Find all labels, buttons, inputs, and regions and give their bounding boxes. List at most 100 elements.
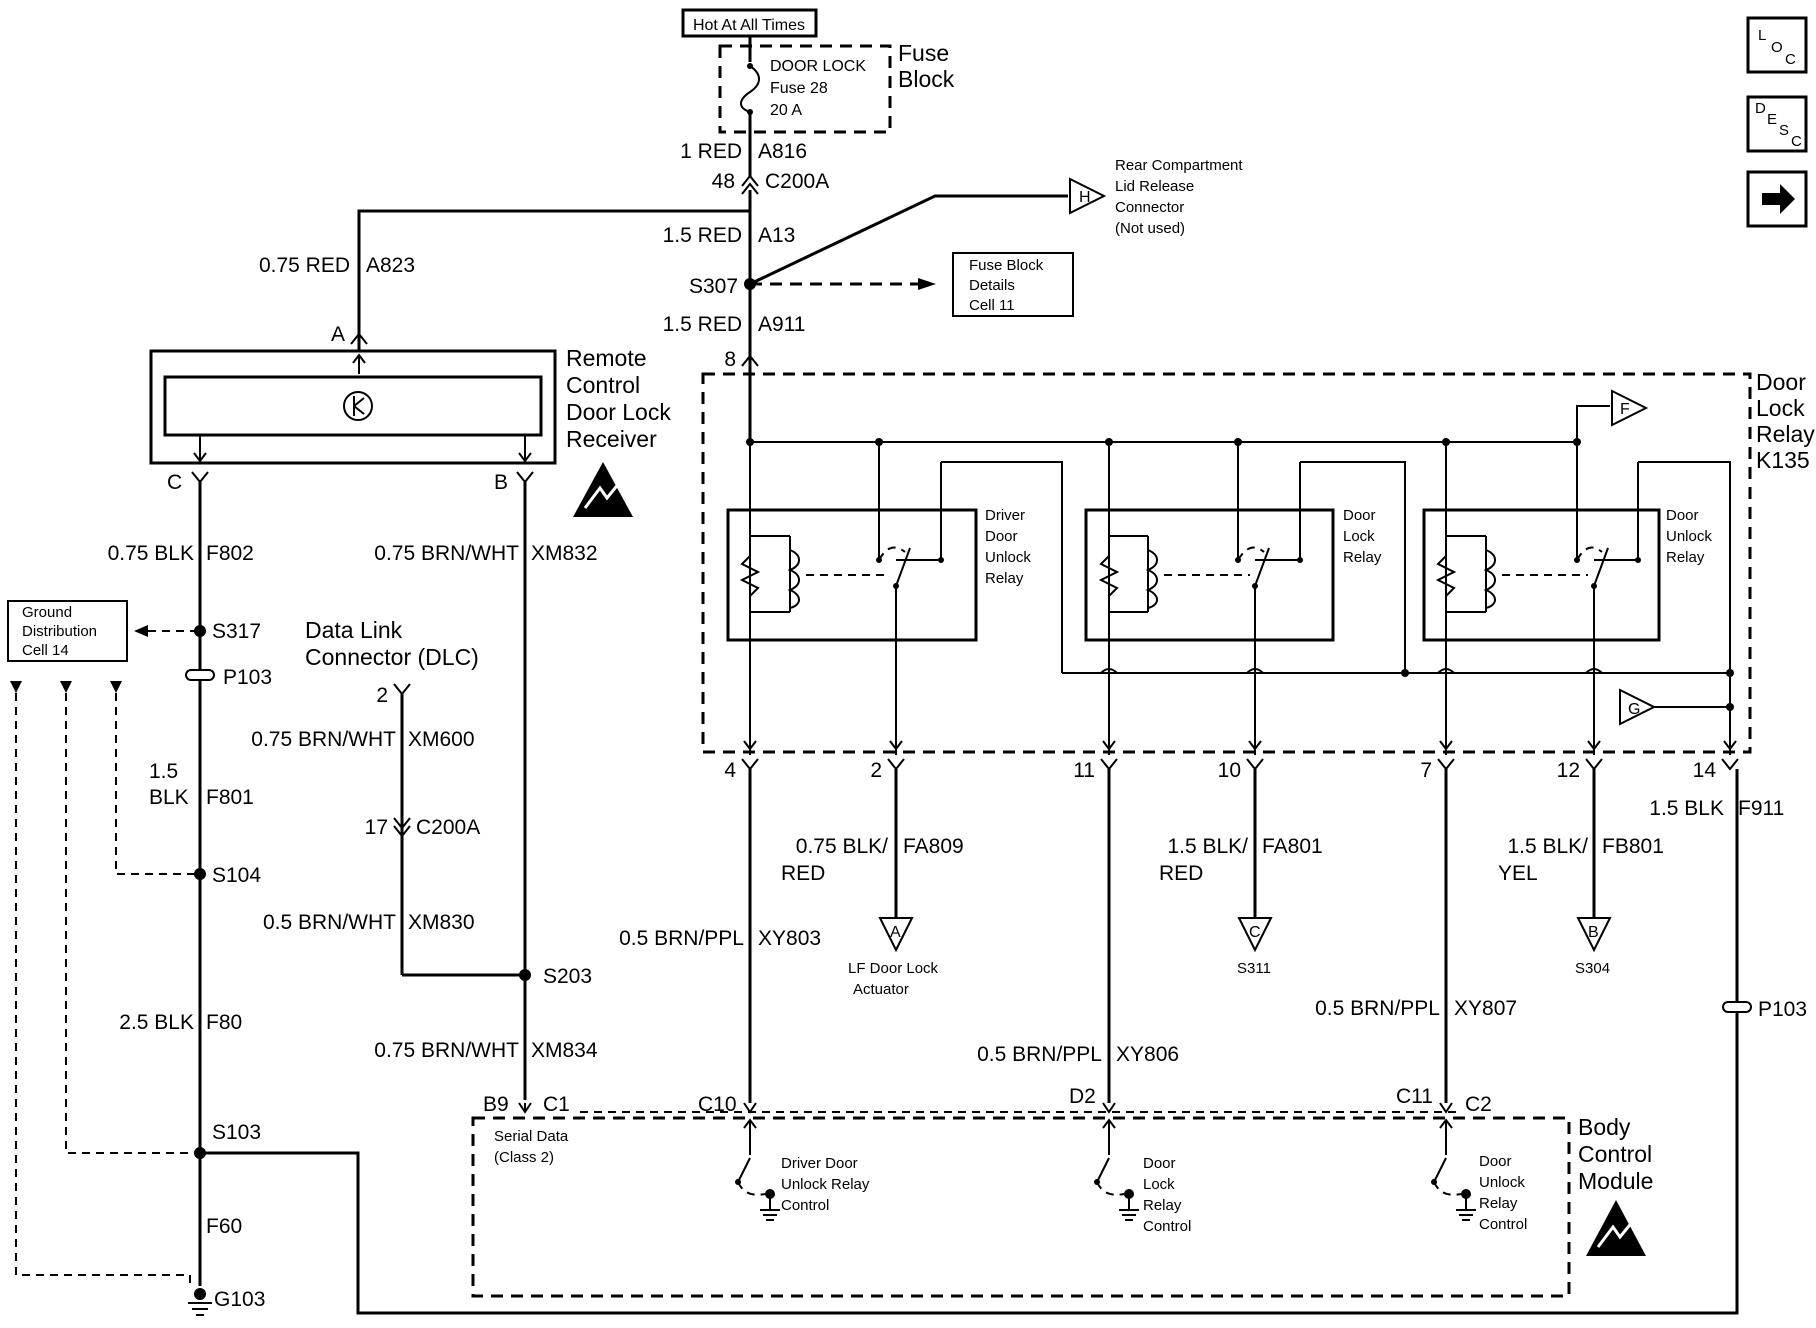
relay-pin-12: 12	[1557, 759, 1580, 782]
receiver-label-3: Door Lock	[566, 399, 671, 425]
arrow-right-icon	[1762, 184, 1795, 214]
wire-fa809-circuit: FA809	[903, 835, 964, 858]
splice-s203-label: S203	[543, 965, 592, 988]
wire-f802-circuit: F802	[206, 542, 254, 565]
fuse-block-details-1: Fuse Block	[969, 257, 1044, 274]
next-button[interactable]	[1746, 170, 1808, 228]
wire-fa809-color2: RED	[781, 862, 825, 885]
bcm-label-3: Module	[1578, 1168, 1653, 1194]
ground-a-label-1: LF Door Lock	[848, 960, 939, 977]
bcm-switch-3-label-4: Control	[1479, 1216, 1527, 1233]
c200a-label-mid: C200A	[416, 816, 480, 839]
desc-letter-e: E	[1767, 111, 1777, 128]
relay-1-label-2: Door	[985, 528, 1018, 545]
bcm-switch-3-label-3: Relay	[1479, 1195, 1518, 1212]
relay-2-label-3: Relay	[1343, 549, 1382, 566]
wire-fb801-size: 1.5 BLK/	[1507, 835, 1588, 858]
receiver-pin-a: A	[331, 323, 345, 346]
relay-module-label-2: Lock	[1756, 395, 1805, 421]
wire-a13-size: 1.5 RED	[663, 224, 742, 247]
receiver-pin-c: C	[167, 471, 182, 494]
fuse-block-label-1: Fuse	[898, 40, 949, 66]
rear-compartment-label-2: Lid Release	[1115, 178, 1194, 195]
wire-xy807-circuit: XY807	[1454, 997, 1517, 1020]
wire-f80-size: 2.5 BLK	[119, 1011, 194, 1034]
p103-right-label: P103	[1758, 998, 1807, 1021]
splice-s317	[194, 625, 206, 637]
rear-compartment-connector-icon	[1069, 177, 1107, 215]
relay-pin-4: 4	[724, 759, 736, 782]
relay-door-unlock	[1422, 508, 1661, 642]
g-connector-icon	[1619, 688, 1657, 726]
ground-distribution-2: Distribution	[22, 623, 97, 640]
relay-module-label-4: K135	[1756, 447, 1810, 473]
relay-2-label-1: Door	[1343, 507, 1376, 524]
ground-g103-label: G103	[214, 1288, 265, 1311]
ground-distribution-1: Ground	[22, 604, 72, 621]
loc-letter-c: C	[1785, 51, 1796, 68]
relay-module-label-1: Door	[1756, 369, 1806, 395]
bcm-pin-d2: D2	[1069, 1085, 1096, 1108]
ground-distribution-3: Cell 14	[22, 642, 69, 659]
f-connector-symbol: F	[1620, 401, 1630, 418]
g-connector-symbol: G	[1628, 701, 1640, 718]
fuse-block-details-box	[952, 252, 1074, 317]
bcm-switch-2-icon	[1096, 1157, 1110, 1183]
bcm-pin-b9: B9	[483, 1093, 509, 1116]
receiver-label-4: Receiver	[566, 426, 657, 452]
wire-f60-circuit: F60	[206, 1215, 242, 1238]
wire-a911-circuit: A911	[758, 313, 806, 336]
wire-xy806-size: 0.5 BRN/PPL	[977, 1043, 1102, 1066]
relay-pin-10: 10	[1218, 759, 1241, 782]
rear-compartment-label-4: (Not used)	[1115, 220, 1185, 237]
wire-xm600-circuit: XM600	[408, 728, 475, 751]
splice-s203	[519, 969, 531, 981]
p103-left-label: P103	[223, 666, 272, 689]
ground-distribution-box	[7, 600, 128, 662]
fuse-number: Fuse 28	[770, 80, 828, 97]
wire-xm830-circuit: XM830	[408, 911, 475, 934]
bcm-switch-3-label-1: Door	[1479, 1153, 1512, 1170]
splice-s317-label: S317	[212, 620, 261, 643]
bcm-serial-label-1: Serial Data	[494, 1128, 569, 1145]
ground-a-symbol: A	[890, 924, 901, 941]
c200a-label-top: C200A	[765, 170, 829, 193]
desc-letter-c: C	[1791, 133, 1802, 150]
splice-s104	[194, 868, 206, 880]
splice-s103-label: S103	[212, 1121, 261, 1144]
dlc-label-1: Data Link	[305, 617, 403, 643]
relay-2-label-2: Lock	[1343, 528, 1375, 545]
ground-a-label-2: Actuator	[853, 981, 909, 998]
bcm-label-1: Body	[1578, 1114, 1631, 1140]
splice-s104-label: S104	[212, 864, 261, 887]
ground-c-symbol: C	[1249, 924, 1261, 941]
wire-fa801-circuit: FA801	[1262, 835, 1323, 858]
bcm-switch-3-label-2: Unlock	[1479, 1174, 1525, 1191]
bcm-label-2: Control	[1578, 1141, 1652, 1167]
wire-fa801-color2: RED	[1159, 862, 1203, 885]
ground-a-icon	[878, 917, 914, 953]
relay-pin-7: 7	[1420, 759, 1432, 782]
bcm-switch-3-icon	[1433, 1157, 1447, 1183]
relay-3-label-1: Door	[1666, 507, 1699, 524]
wire-fa809-size: 0.75 BLK/	[796, 835, 888, 858]
wire-fb801-color2: YEL	[1498, 862, 1538, 885]
c200a-connector-icon	[741, 174, 759, 195]
relay-module-label-3: Relay	[1756, 421, 1815, 447]
hot-at-all-times-label: Hot At All Times	[693, 17, 805, 34]
resistor-icon	[739, 555, 761, 597]
desc-button[interactable]: D E S C	[1746, 95, 1808, 153]
c200a-mid-connector-icon	[393, 817, 411, 838]
desc-letter-s: S	[1779, 122, 1789, 139]
ground-c-icon	[1237, 917, 1273, 953]
wire-f911-size: 1.5 BLK	[1649, 797, 1724, 820]
fuse-name: DOOR LOCK	[770, 58, 866, 75]
loc-button[interactable]: L O C	[1746, 16, 1808, 74]
fuse-block-label-2: Block	[898, 66, 955, 92]
bcm-pin-c1: C1	[543, 1093, 570, 1116]
wire-xm832-size: 0.75 BRN/WHT	[374, 542, 519, 565]
desc-letter-d: D	[1755, 100, 1766, 117]
f-connector-icon	[1611, 389, 1649, 427]
bcm-pin-c11: C11	[1396, 1085, 1433, 1108]
